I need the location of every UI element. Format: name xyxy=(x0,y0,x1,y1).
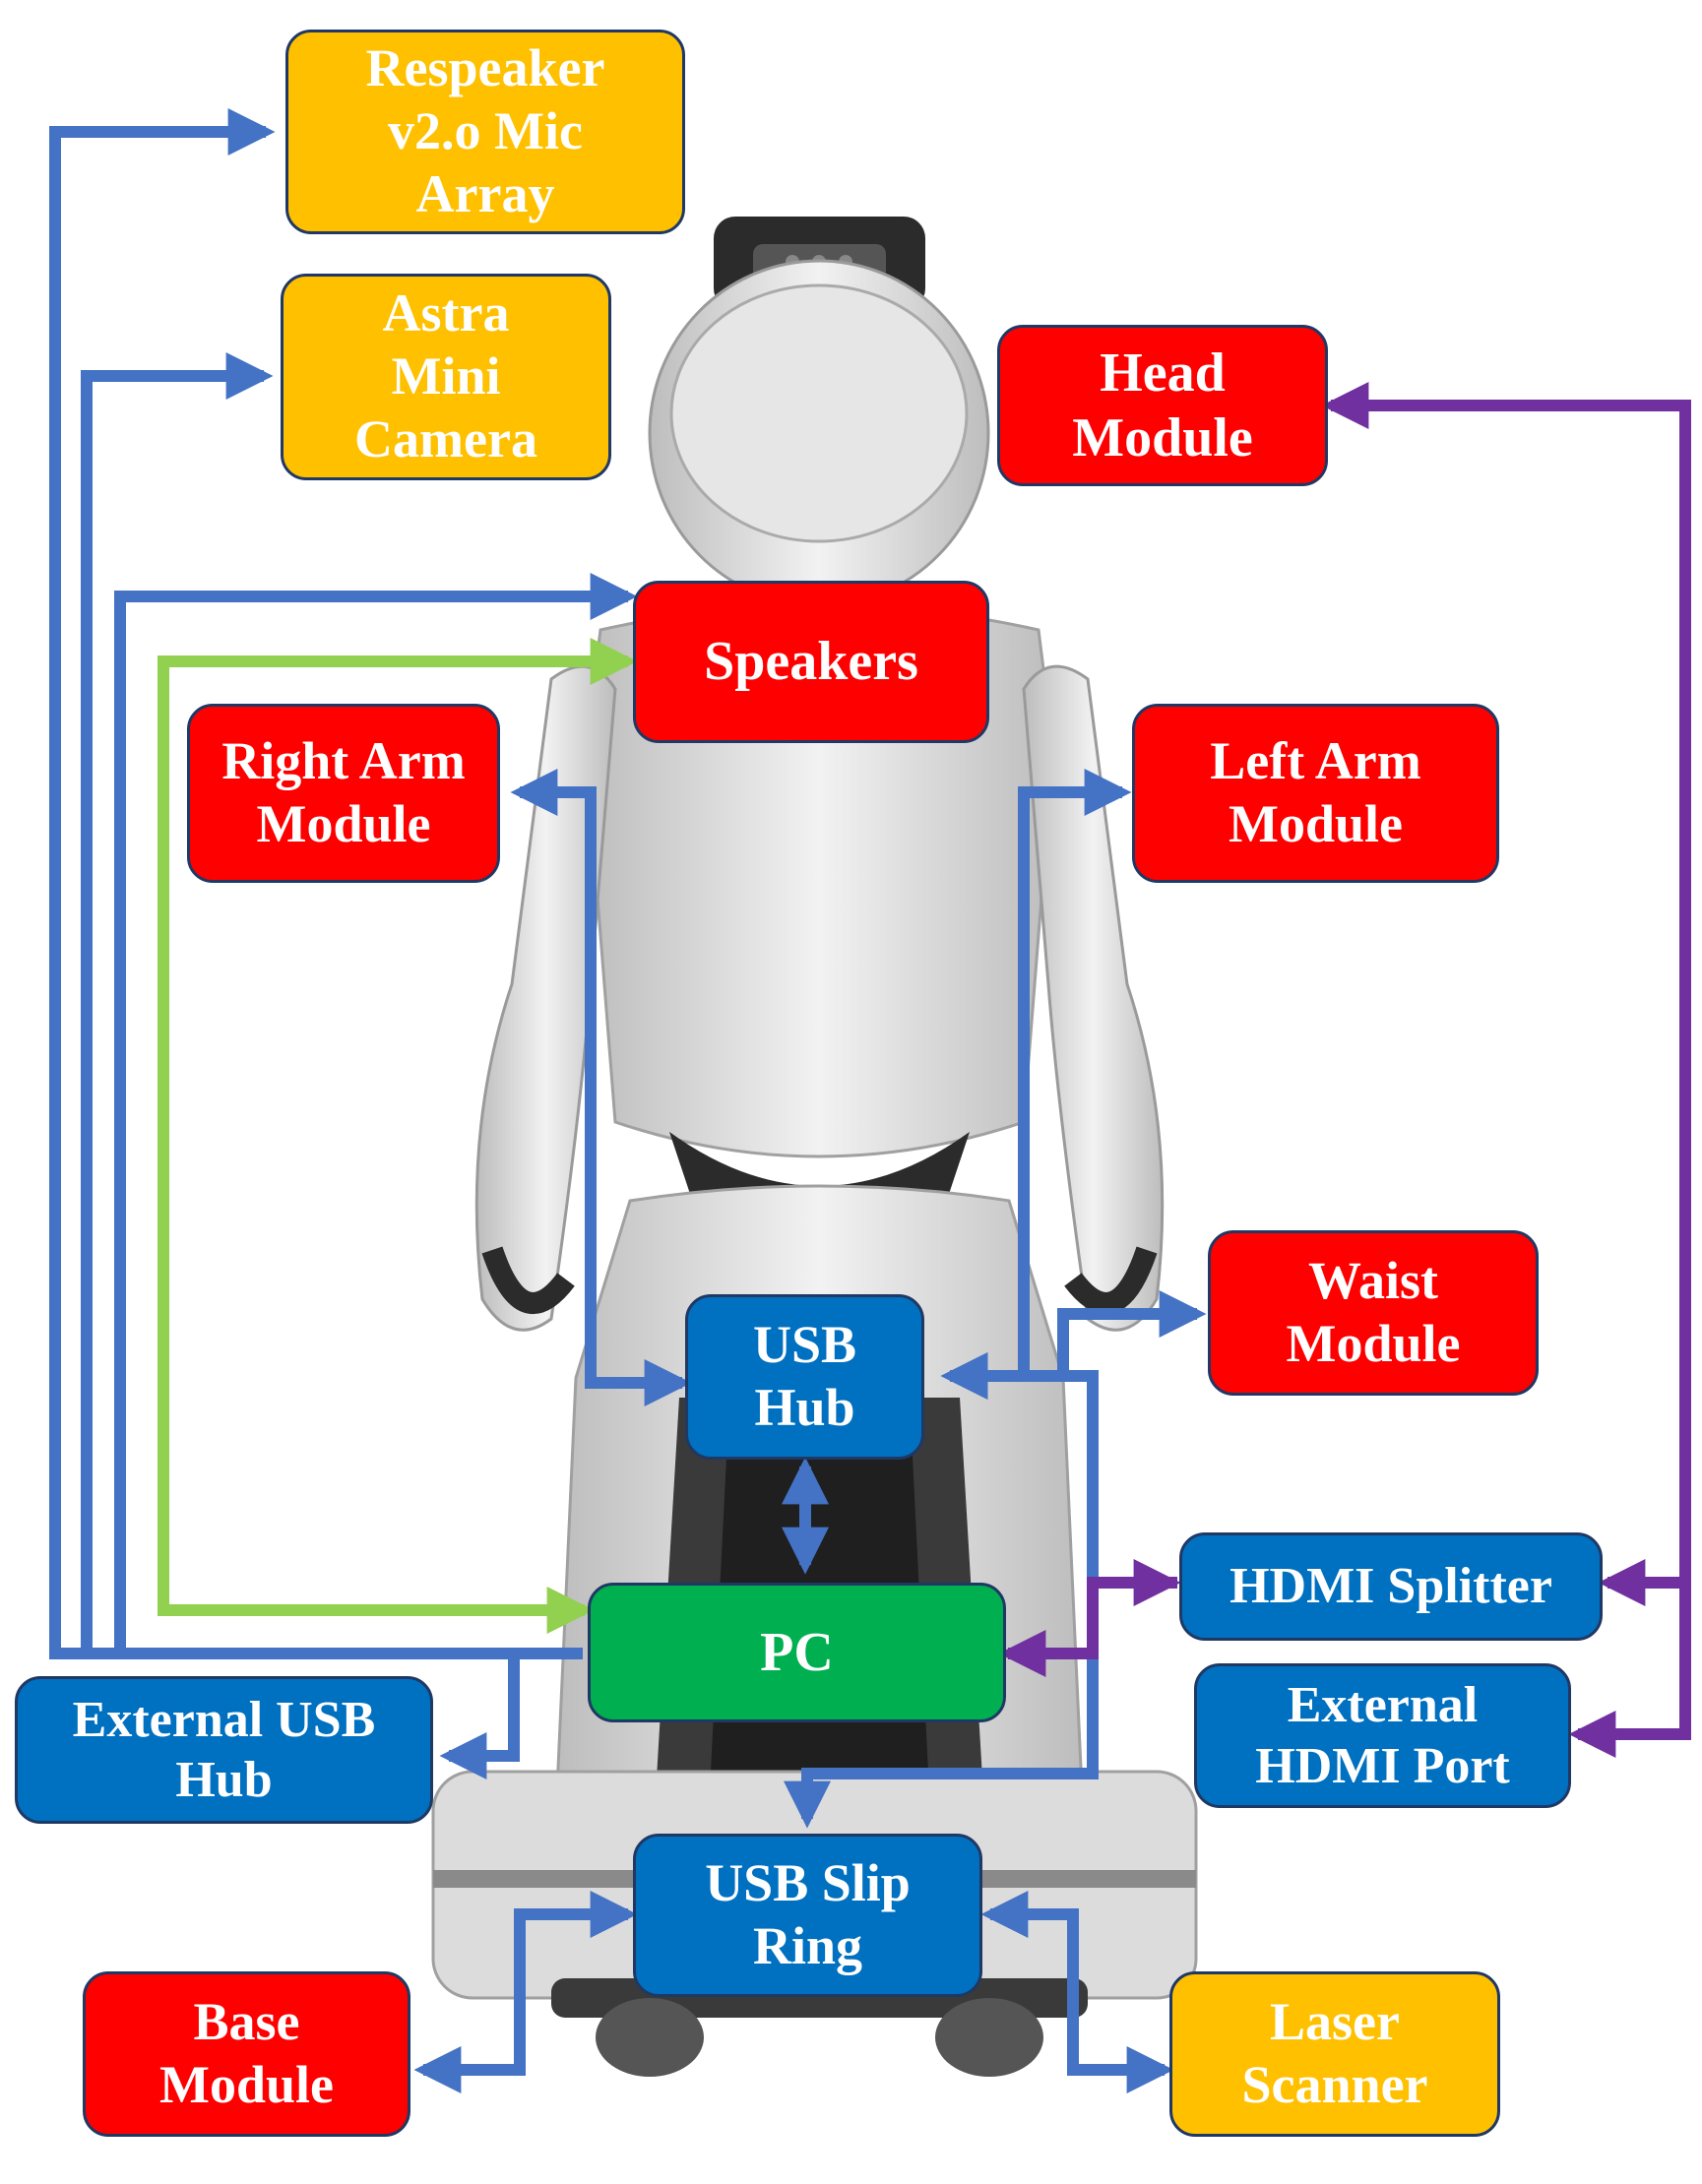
link-pc-speakers-audio xyxy=(158,638,638,1634)
hdmi-links xyxy=(998,382,1691,1758)
astra-mini-camera: Astra Mini Camera xyxy=(281,274,611,480)
link-hub-waist xyxy=(1057,1290,1207,1376)
pc: PC xyxy=(588,1583,1006,1722)
external-hdmi-port: External HDMI Port xyxy=(1194,1663,1571,1808)
external-usb-hub: External USB Hub xyxy=(15,1676,433,1824)
respeaker-mic-array: Respeaker v2.o Mic Array xyxy=(285,30,685,234)
link-splitter-head xyxy=(1321,382,1691,1583)
link-pc-external-usb-hub xyxy=(439,1654,520,1779)
base-module: Base Module xyxy=(83,1971,410,2137)
link-hub-speakers xyxy=(114,573,638,1654)
link-splitter-ext-port xyxy=(1568,1583,1691,1758)
left-arm-module: Left Arm Module xyxy=(1132,704,1499,883)
audio-links xyxy=(158,638,638,1634)
speakers: Speakers xyxy=(633,581,989,743)
head-module: Head Module xyxy=(997,325,1328,486)
hdmi-splitter: HDMI Splitter xyxy=(1179,1532,1603,1641)
waist-module: Waist Module xyxy=(1208,1230,1539,1396)
usb-hub: USB Hub xyxy=(685,1294,924,1460)
link-slip-ring-base xyxy=(413,1891,638,2093)
link-hub-astra xyxy=(81,352,274,1654)
link-usb-hub-slip-ring xyxy=(784,1352,1099,1829)
link-pc-respeaker xyxy=(49,108,583,1659)
usb-slip-ring: USB Slip Ring xyxy=(633,1834,982,1997)
usb-links xyxy=(49,108,1207,2093)
right-arm-module: Right Arm Module xyxy=(187,704,500,883)
link-slip-ring-laser xyxy=(980,1891,1174,2093)
robot-illustration xyxy=(431,217,1198,2077)
laser-scanner: Laser Scanner xyxy=(1169,1971,1500,2137)
